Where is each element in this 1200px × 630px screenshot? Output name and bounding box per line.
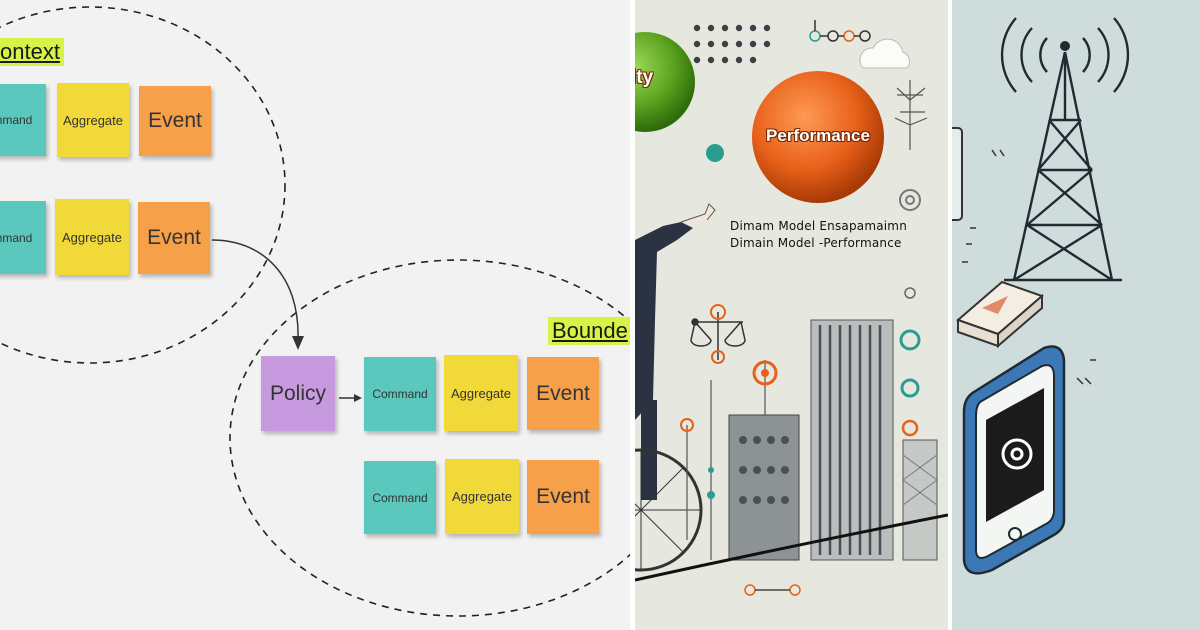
balance-scale-icon [690,304,746,364]
event-to-policy-arrowhead [292,336,304,350]
chain-icon [809,20,871,42]
ring-icon [901,419,919,437]
caption-line-1: Dimam Model Ensapamaimn [730,219,908,233]
teal-dot [706,144,724,162]
smartphone-icon [962,345,1066,575]
skyscrapers [728,319,938,561]
top-bounded-context-boundary [0,6,286,364]
ring-icon [904,287,916,299]
sticky-policy: Policy [261,356,335,431]
caption-line-2: Dimain Model -Performance [730,236,902,250]
orange-ball-label: Performance [766,126,870,145]
sticky-command: ommand [0,201,46,274]
sticky-event: Event [527,460,599,534]
network-illustration-panel [952,0,1200,630]
green-ball [635,32,695,132]
sticky-command: Command [364,461,436,534]
radio-tower-icon [1000,17,1130,282]
dot-grid-decoration [693,24,771,64]
box-shape [952,127,963,221]
policy-to-command-arrowhead [354,394,362,402]
ring-icon [899,329,921,351]
sticky-aggregate: Aggregate [445,459,519,534]
sticky-event: Event [138,202,210,274]
context-label: ontext [0,38,64,66]
orange-node [752,360,778,386]
sticky-command: ommand [0,84,46,156]
businessman-figure [635,203,716,572]
green-ball-label: ity [635,67,654,88]
event-storming-panel: ontext Bounde ommand Aggregate Event omm… [0,0,630,630]
sticky-aggregate: Aggregate [444,355,518,431]
card-stack-icon [956,280,1044,349]
orange-ball [752,71,884,203]
network-tree-icon [894,80,928,150]
connector-icon [744,584,801,596]
context-boundaries [0,6,630,617]
sticky-aggregate: Aggregate [57,83,129,157]
dash-decoration [962,149,1096,385]
sticky-command: Command [364,357,436,431]
tightrope [635,513,948,582]
event-to-policy-arrow [211,239,299,341]
cloud-icon [859,38,911,69]
ring-icon [899,189,921,211]
performance-illustration [635,20,948,596]
ring-icon [900,378,920,398]
performance-illustration-panel: ity Performance Dimam Model Ensapamaimn … [635,0,948,630]
bottom-bounded-context-boundary [229,259,630,617]
network-illustration [952,17,1130,575]
sticky-event: Event [527,357,599,430]
sticky-aggregate: Aggregate [55,199,129,275]
bounded-context-label: Bounde [548,317,630,345]
sticky-event: Event [139,86,211,156]
